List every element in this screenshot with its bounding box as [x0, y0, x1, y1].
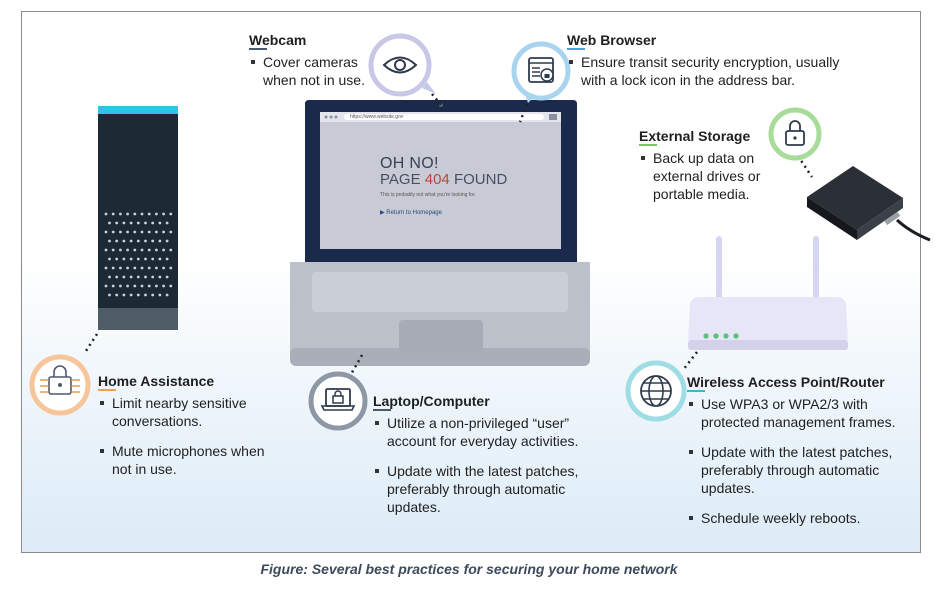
external-drive: [807, 166, 931, 242]
webcam-section: Webcam Cover cameras when not in use.: [249, 31, 379, 89]
padlock-icon: [768, 107, 822, 161]
router-section: Wireless Access Point/Router Use WPA3 or…: [687, 373, 912, 527]
router-illustration: [688, 236, 848, 350]
globe-icon: [625, 360, 687, 422]
webcam-bullet-1: Cover cameras when not in use.: [249, 53, 379, 89]
laptop-bullet-1: Utilize a non-privileged “user” account …: [373, 414, 603, 450]
external-storage-heading: External Storage: [639, 128, 751, 144]
screen-message: This is probably not what you're looking…: [380, 192, 476, 198]
laptop-illustration: [290, 100, 590, 366]
laptop-section: Laptop/Computer Utilize a non-privileged…: [373, 392, 603, 516]
screen-error-code: 404: [424, 171, 450, 188]
router-bullet-1: Use WPA3 or WPA2/3 with protected manage…: [687, 395, 912, 431]
router-heading: Wireless Access Point/Router: [687, 374, 885, 390]
laptop-lock-icon: [308, 371, 368, 431]
laptop-heading: Laptop/Computer: [373, 393, 490, 409]
web-browser-section: Web Browser Ensure transit security encr…: [567, 31, 867, 89]
web-browser-bullet-1: Ensure transit security encryption, usua…: [567, 53, 867, 89]
external-storage-section: External Storage Back up data on externa…: [639, 127, 789, 203]
screen-title: OH NO!: [380, 155, 439, 172]
screen-subtitle-suffix: FOUND: [449, 171, 508, 188]
figure-caption: Figure: Several best practices for secur…: [260, 561, 678, 577]
screen-subtitle-prefix: PAGE: [380, 171, 425, 188]
screen-link[interactable]: ▶ Return to Homepage: [380, 210, 442, 216]
laptop-bullet-2: Update with the latest patches, preferab…: [373, 462, 603, 516]
web-browser-heading: Web Browser: [567, 32, 657, 48]
home-assistance-heading: Home Assistance: [98, 373, 215, 389]
eye-icon: [368, 33, 436, 97]
home-assistance-bullet-1: Limit nearby sensitive conversations.: [98, 394, 278, 430]
home-assistance-section: Home Assistance Limit nearby sensitive c…: [98, 372, 278, 478]
screen-subtitle: PAGE 404 FOUND: [380, 171, 507, 188]
smart-speaker: [98, 106, 178, 330]
home-assistance-bullet-2: Mute microphones when not in use.: [98, 442, 278, 478]
screen-link-label: Return to Homepage: [386, 210, 442, 216]
chip-lock-icon: [29, 354, 91, 416]
browser-lock-icon: [511, 41, 571, 103]
screen-url: https://www.website.gov: [350, 114, 404, 120]
external-storage-bullet-1: Back up data on external drives or porta…: [639, 149, 789, 203]
router-bullet-2: Update with the latest patches, preferab…: [687, 443, 912, 497]
webcam-heading: Webcam: [249, 32, 307, 48]
router-bullet-3: Schedule weekly reboots.: [687, 509, 912, 527]
